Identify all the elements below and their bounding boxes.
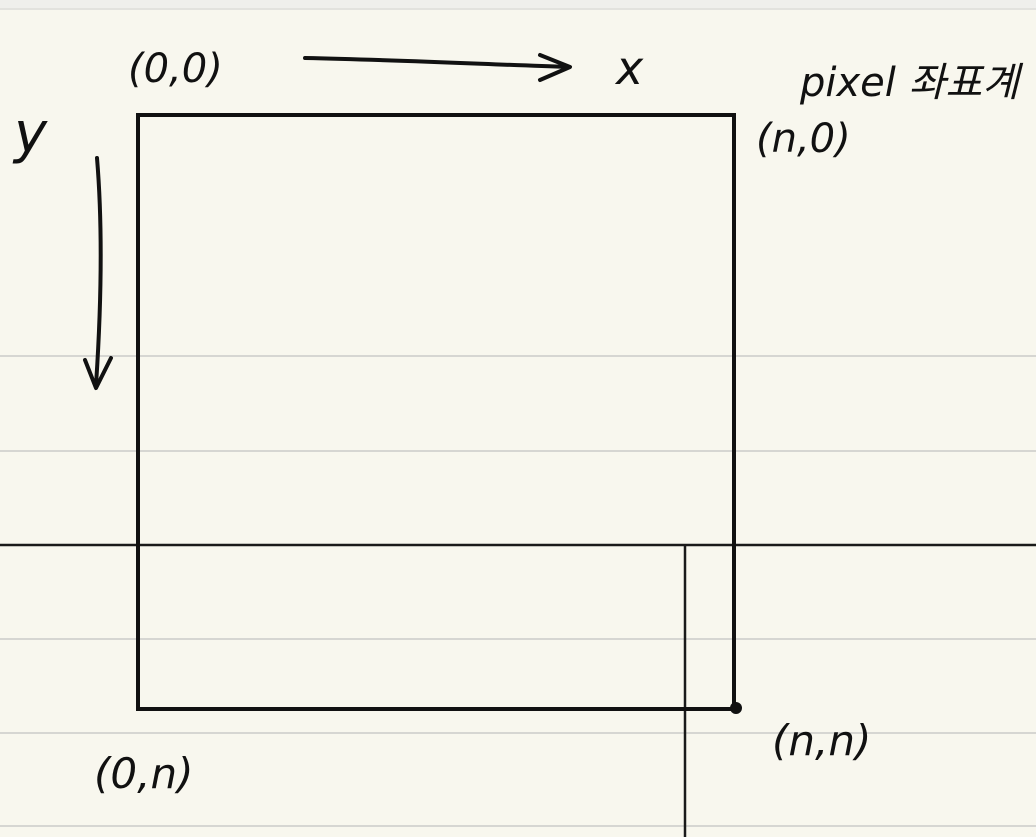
ruled-lines: [0, 355, 1036, 827]
x-arrow-head: [538, 53, 572, 82]
corner-label-bottom-left: (0,n): [94, 749, 193, 798]
x-axis-label: x: [614, 41, 644, 95]
diagram-title: pixel 좌표계: [799, 60, 1023, 106]
x-axis-arrow: [303, 53, 572, 82]
page-top-edge: [0, 0, 1036, 9]
x-arrow-shaft: [303, 56, 570, 69]
corner-dot: [730, 702, 742, 714]
y-axis-label: y: [12, 101, 48, 166]
y-arrow-head: [83, 356, 113, 390]
corner-label-top-left: (0,0): [128, 46, 223, 92]
pixel-square: [136, 113, 736, 711]
y-arrow-shaft: [94, 156, 103, 387]
corner-label-bottom-right: (n,n): [772, 716, 871, 765]
y-axis-arrow: [83, 156, 113, 390]
corner-label-top-right: (n,0): [756, 116, 851, 162]
